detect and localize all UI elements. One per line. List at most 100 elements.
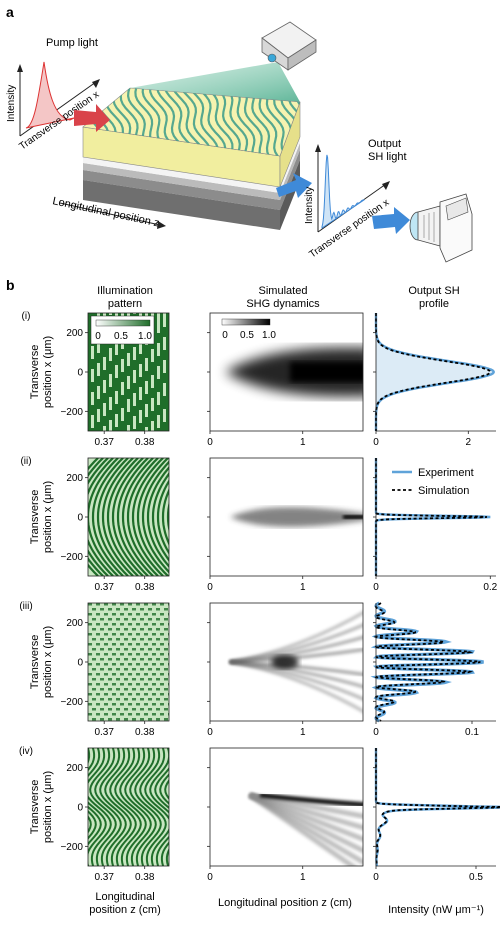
illum-cell: [148, 668, 152, 671]
illum-cell: [96, 683, 100, 686]
illum-cell: [132, 608, 136, 611]
illum-stripe: [157, 333, 160, 343]
illum-cell: [152, 673, 156, 676]
ytick-label: 200: [66, 763, 83, 774]
illum-cell: [124, 648, 128, 651]
illum-cell: [112, 713, 116, 716]
illum-cell: [116, 658, 120, 661]
output-arrow: [276, 173, 312, 198]
illum-cell: [140, 688, 144, 691]
illum-cell: [120, 643, 124, 646]
simulation-line: [373, 602, 481, 722]
illum-cell: [88, 613, 92, 616]
illum-cell: [172, 658, 176, 661]
illum-cell: [152, 633, 156, 636]
illum-cell: [136, 623, 140, 626]
illum-cell: [96, 633, 100, 636]
illum-stripe: [151, 362, 154, 372]
illum-cell: [104, 713, 108, 716]
xtick-label: 0: [207, 872, 213, 883]
illum-cell: [164, 618, 168, 621]
illum-cell: [152, 623, 156, 626]
illum-cell: [160, 633, 164, 636]
ylabel-2: position x (μm): [42, 771, 54, 843]
sim-branch: [229, 660, 363, 713]
illum-cell: [148, 608, 152, 611]
illum-stripe: [96, 458, 129, 576]
illum-cell: [96, 603, 100, 606]
illum-cell: [96, 663, 100, 666]
illum-stripe: [127, 412, 130, 422]
illum-cell: [136, 653, 140, 656]
illum-stripe: [169, 367, 172, 377]
illum-cell: [112, 673, 116, 676]
illum-stripe: [103, 344, 106, 354]
illum-stripe: [139, 423, 142, 431]
illum-stripe: [142, 313, 145, 431]
illum-stripe: [139, 400, 142, 410]
illum-cell: [136, 673, 140, 676]
ytick-label: 0: [77, 513, 83, 524]
illum-cell: [168, 623, 169, 626]
camera-icon: [409, 193, 473, 263]
illum-cell: [100, 648, 104, 651]
illum-cell: [144, 613, 148, 616]
illum-cell: [96, 673, 100, 676]
illum-cell: [128, 703, 132, 706]
xtick-label: 0.37: [94, 872, 114, 883]
illum-cell: [92, 708, 96, 711]
ytick-label: −200: [60, 552, 83, 563]
ylabel-2: position x (μm): [42, 626, 54, 698]
xtick-label: 0.2: [483, 582, 497, 593]
longitudinal-axis: [59, 202, 161, 226]
illum-cell: [156, 678, 160, 681]
illum-cell: [172, 628, 176, 631]
ytick-label: −200: [60, 407, 83, 418]
illum-cell: [164, 678, 168, 681]
illum-cell: [96, 613, 100, 616]
sh-transverse-label: Transverse position x: [307, 197, 391, 260]
illum-cell: [136, 663, 140, 666]
xtick-label: 0.38: [135, 872, 155, 883]
illum-cell: [124, 678, 128, 681]
ylabel-1: Transverse: [29, 490, 41, 545]
illum-stripe: [115, 355, 118, 365]
illum-cell: [96, 713, 100, 716]
illum-cell: [164, 658, 168, 661]
illum-cell: [120, 673, 124, 676]
illum-stripe: [101, 458, 134, 576]
illum-cell: [112, 643, 116, 646]
illum-cell: [144, 633, 148, 636]
ytick-label: 0: [77, 803, 83, 814]
illum-stripe: [114, 748, 142, 866]
illum-cell: [160, 683, 164, 686]
illum-cell: [160, 643, 164, 646]
illum-cell: [116, 698, 120, 701]
illum-cell: [100, 678, 104, 681]
illum-stripe: [151, 388, 154, 398]
illum-cell: [96, 703, 100, 706]
illum-stripe: [160, 313, 163, 431]
illum-cell: [160, 653, 164, 656]
illum-cell: [148, 698, 152, 701]
illum-stripe: [119, 748, 147, 866]
illum-stripe: [109, 410, 112, 420]
colorbar-tick: 1.0: [138, 331, 152, 342]
illum-cell: [148, 708, 152, 711]
illum-stripe: [88, 748, 102, 846]
illum-cell: [120, 653, 124, 656]
illum-cell: [160, 613, 164, 616]
ylabel-2: position x (μm): [42, 336, 54, 408]
xtick-label: 2: [466, 437, 472, 448]
illum-stripe: [148, 313, 151, 431]
illumination-panel: [87, 457, 170, 577]
illum-cell: [160, 663, 164, 666]
illum-cell: [104, 703, 108, 706]
xtick-label: 1: [300, 582, 306, 593]
illum-cell: [152, 713, 156, 716]
colorbar-tick: 0: [95, 331, 101, 342]
sim-core: [271, 655, 299, 669]
illum-stripe: [91, 458, 124, 576]
illum-stripe: [116, 458, 149, 576]
